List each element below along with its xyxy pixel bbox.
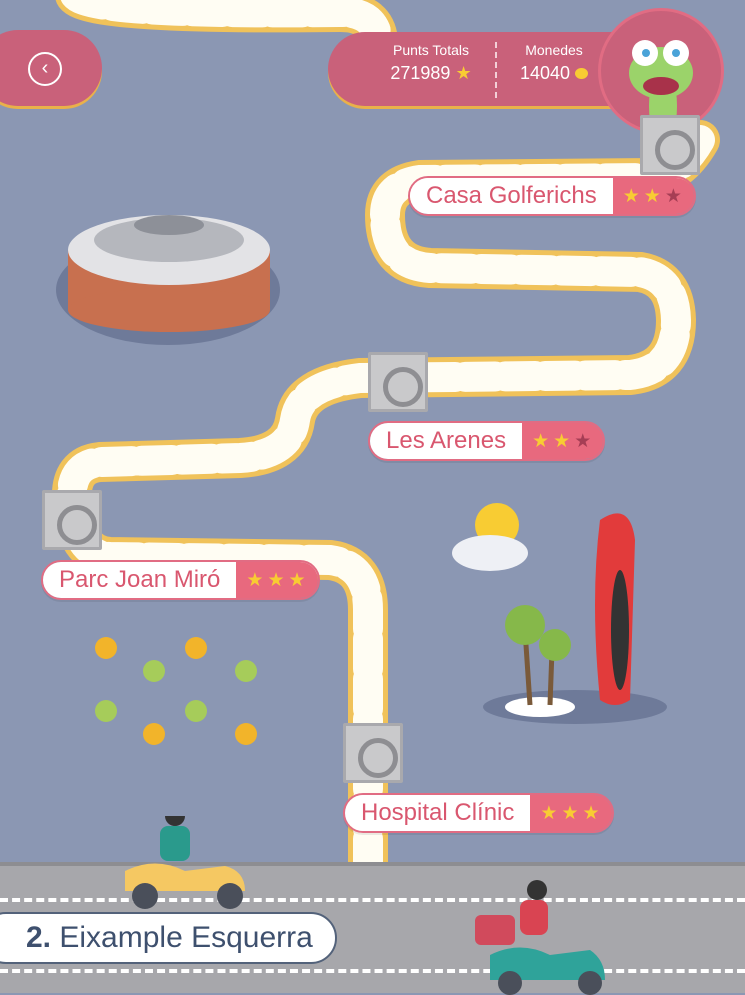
lane-marking (0, 898, 745, 902)
divider (495, 42, 497, 98)
star-filled-icon: ★ (267, 569, 285, 591)
points-value: 271989 (390, 63, 451, 83)
coin-icon (575, 68, 589, 79)
level-casa-golferichs[interactable]: Casa Golferichs★★★ (408, 176, 696, 216)
district-name: Eixample Esquerra (59, 921, 313, 954)
district-title: 2. Eixample Esquerra (0, 912, 337, 964)
level-tile-icon[interactable] (640, 115, 700, 175)
points-label: Punts Totals (392, 42, 469, 58)
level-name: Casa Golferichs (410, 178, 613, 214)
star-rating: ★★★ (522, 423, 604, 459)
score-panel: Punts Totals 271989 ★ Monedes 14040 (328, 32, 648, 106)
park-trees-illustration (95, 637, 257, 745)
chevron-left-icon: ‹ (28, 52, 62, 86)
level-name: Hospital Clínic (345, 795, 531, 831)
level-name: Les Arenes (370, 423, 523, 459)
star-filled-icon: ★ (553, 430, 571, 452)
star-filled-icon: ★ (532, 430, 550, 452)
level-parc-joan-miro[interactable]: Parc Joan Miró★★★ (41, 560, 320, 600)
coins-value: 14040 (519, 63, 571, 83)
level-tile-icon[interactable] (42, 490, 102, 550)
star-rating: ★★★ (236, 562, 318, 598)
green-scooter-illustration (475, 880, 605, 995)
star-empty-icon: ★ (574, 430, 592, 452)
star-filled-icon: ★ (622, 185, 640, 207)
star-empty-icon: ★ (664, 185, 682, 207)
star-filled-icon: ★ (246, 569, 264, 591)
chameleon-avatar[interactable] (598, 8, 724, 134)
star-rating: ★★★ (612, 178, 694, 214)
star-filled-icon: ★ (582, 802, 600, 824)
miro-sculpture-illustration (483, 513, 667, 724)
star-filled-icon: ★ (561, 802, 579, 824)
coins-label: Monedes (525, 42, 583, 58)
lane-marking (0, 969, 745, 973)
star-icon: ★ (455, 63, 472, 83)
star-filled-icon: ★ (288, 569, 306, 591)
level-tile-icon[interactable] (368, 352, 428, 412)
level-hospital-clinic[interactable]: Hospital Clínic★★★ (343, 793, 614, 833)
star-filled-icon: ★ (540, 802, 558, 824)
level-les-arenes[interactable]: Les Arenes★★★ (368, 421, 606, 461)
level-name: Parc Joan Miró (43, 562, 237, 598)
district-number: 2. (26, 921, 52, 954)
level-tile-icon[interactable] (343, 723, 403, 783)
back-button[interactable]: ‹ (0, 30, 102, 106)
star-rating: ★★★ (530, 795, 612, 831)
star-filled-icon: ★ (643, 185, 661, 207)
bullring-illustration (56, 215, 280, 345)
yellow-scooter-illustration (125, 816, 245, 909)
sun-cloud-illustration (452, 503, 528, 571)
